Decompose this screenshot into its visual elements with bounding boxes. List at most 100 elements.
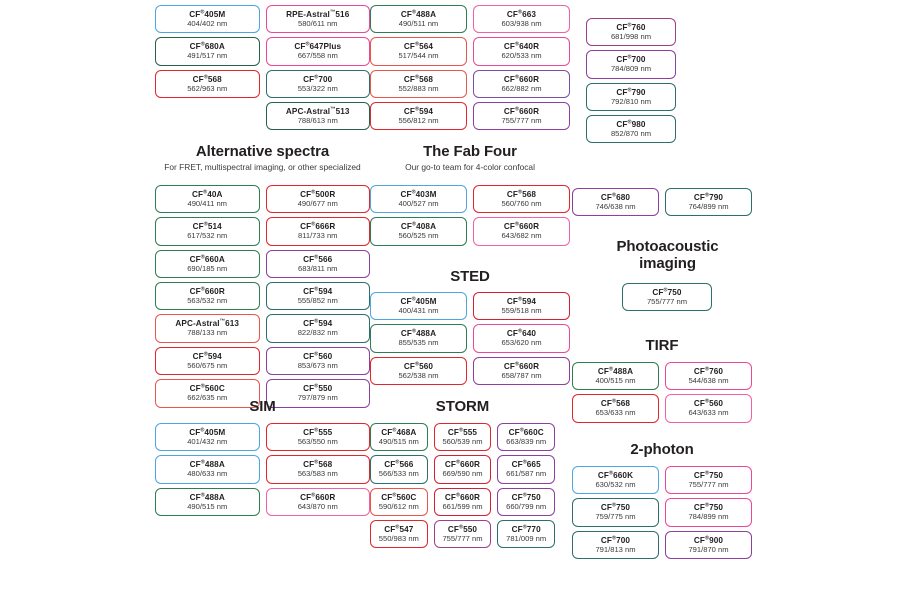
dye-name: CF®660A (189, 253, 225, 264)
dye-name: CF®594 (403, 106, 434, 117)
trademark-mark: ® (305, 41, 310, 48)
trademark-mark: ® (200, 491, 205, 498)
trademark-mark: ® (459, 427, 464, 434)
trademark-mark: ® (392, 491, 397, 498)
dye-name: CF®403M (400, 189, 437, 199)
dye-spectra: 566/533 nm (378, 469, 419, 479)
dye-spectra: 853/673 nm (297, 360, 338, 370)
dye-name: CF®488A (400, 9, 437, 19)
dye-spectra: 559/518 nm (501, 306, 542, 316)
dye-name: CF®566 (384, 459, 414, 470)
dye-spectra: 784/809 nm (610, 64, 652, 74)
trademark-mark: ® (518, 9, 523, 16)
dye-name: CF®405M (400, 296, 437, 306)
dye-name: CF®750 (511, 491, 541, 502)
dye-spectra: 643/633 nm (688, 408, 729, 418)
trademark-mark: ® (705, 366, 710, 373)
trademark-mark: ® (518, 189, 523, 196)
trademark-mark: ® (459, 524, 464, 531)
trademark-mark: ® (515, 106, 520, 113)
trademark-mark: ® (311, 221, 316, 228)
trademark-mark: ® (412, 9, 417, 16)
section-title: The Fab Four (423, 143, 517, 160)
dye-name: CF®560 (693, 398, 724, 409)
dye-name: CF®564 (403, 41, 434, 52)
